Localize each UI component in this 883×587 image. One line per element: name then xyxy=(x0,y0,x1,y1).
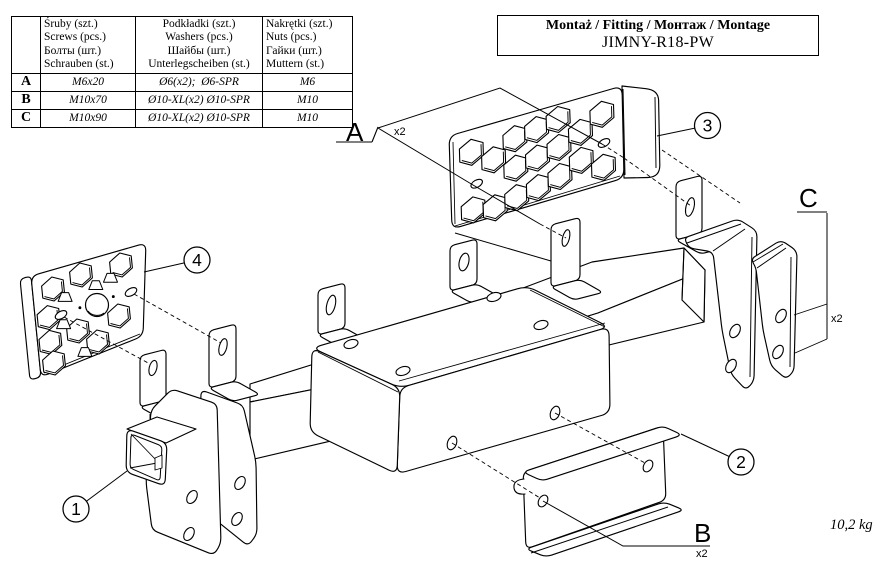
svg-text:2: 2 xyxy=(736,452,746,472)
svg-text:C: C xyxy=(799,183,818,213)
svg-text:B: B xyxy=(694,518,711,548)
svg-text:x2: x2 xyxy=(831,313,843,325)
svg-text:A: A xyxy=(346,117,364,147)
svg-text:x2: x2 xyxy=(696,548,708,560)
svg-text:3: 3 xyxy=(703,116,713,136)
svg-text:4: 4 xyxy=(192,250,202,270)
svg-text:1: 1 xyxy=(71,499,81,519)
svg-text:10,2 kg: 10,2 kg xyxy=(830,517,873,533)
svg-text:x2: x2 xyxy=(394,126,406,138)
